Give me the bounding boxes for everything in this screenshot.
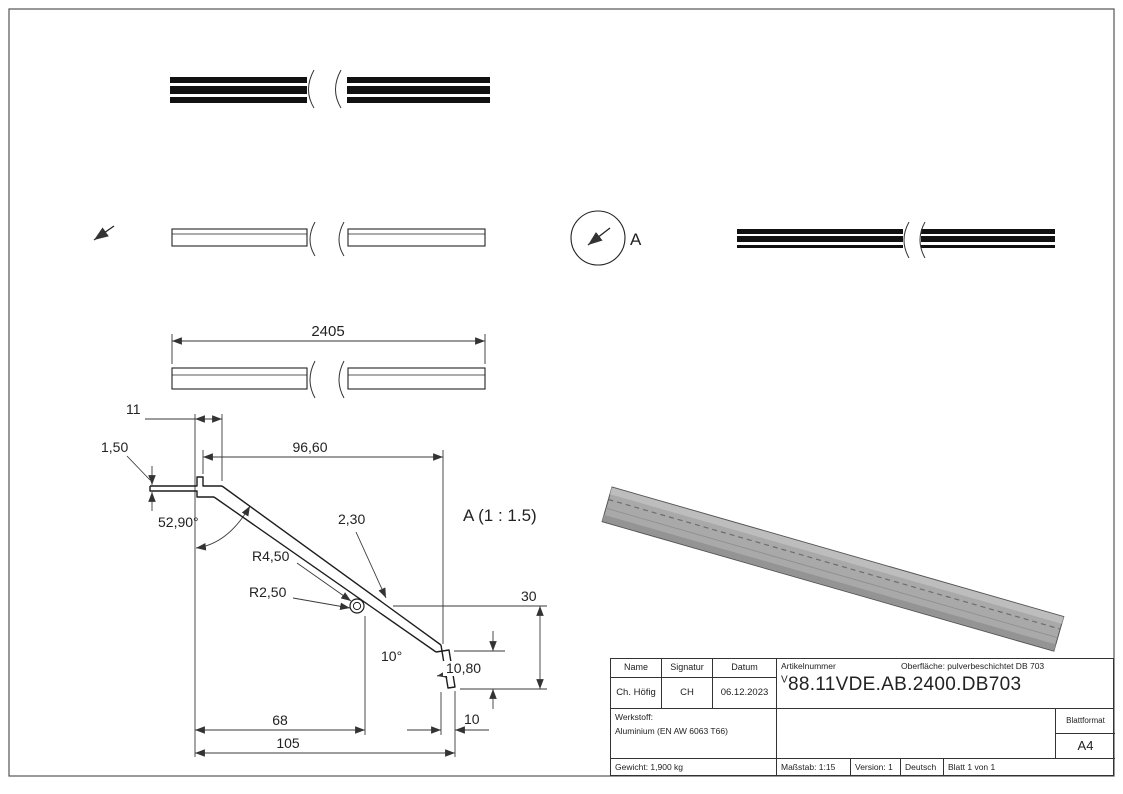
scale-cell: Maßstab: 1:15 <box>777 759 851 776</box>
weight-cell: Gewicht: 1,900 kg <box>611 759 777 776</box>
screw-channel-inner-circle <box>352 601 362 611</box>
article-number-region: Artikelnummer Oberfläche: pulverbeschich… <box>777 659 1114 709</box>
right-view-break-lines <box>903 221 926 259</box>
part-number: V88.11VDE.AB.2400.DB703 <box>781 674 1021 696</box>
side-view-break-lines <box>309 221 345 257</box>
empty-cell <box>777 709 1056 759</box>
detail-circle: A <box>570 210 642 266</box>
front-view-dimension-2405 <box>171 334 486 364</box>
dim-105-label: 105 <box>276 735 300 751</box>
dim-10deg-label: 10° <box>381 648 402 664</box>
version-cell: Version: 1 <box>851 759 901 776</box>
sheet-format-value: A4 <box>1056 734 1115 759</box>
dim-10-label: 10 <box>464 711 480 727</box>
dim-2405-label: 2405 <box>311 323 344 340</box>
dim-52-90-label: 52,90° <box>158 514 199 530</box>
isometric-view <box>601 486 1065 652</box>
dim-68-label: 68 <box>272 712 288 728</box>
side-view <box>171 228 486 247</box>
dim-r2-50-label: R2,50 <box>249 584 287 600</box>
material-label: Werkstoff: <box>615 712 653 722</box>
surface-finish-label: Oberfläche: pulverbeschichtet DB 703 <box>901 661 1045 671</box>
dim-1-50-label: 1,50 <box>101 439 128 455</box>
material-cell: Werkstoff: Aluminium (EN AW 6063 T66) <box>611 709 777 759</box>
part-number-value: 88.11VDE.AB.2400.DB703 <box>787 674 1022 695</box>
right-view <box>737 229 1055 248</box>
sheet-frame <box>8 8 1115 777</box>
title-block: Name Signatur Datum Artikelnummer Oberfl… <box>610 658 1115 776</box>
titleblock-value-signatur: CH <box>662 678 713 709</box>
material-value: Aluminium (EN AW 6063 T66) <box>615 726 728 736</box>
dim-30-label: 30 <box>521 588 537 604</box>
detail-dimension-labels: 11 1,50 96,60 52,90° 2,30 R4,50 R2,50 A … <box>101 401 537 751</box>
titleblock-header-name: Name <box>611 659 662 678</box>
language-cell: Deutsch <box>901 759 944 776</box>
dim-r4-50-label: R4,50 <box>252 548 290 564</box>
front-view-break-lines <box>309 360 345 399</box>
titleblock-value-datum: 06.12.2023 <box>713 678 777 709</box>
detail-circle-label: A <box>630 230 642 249</box>
article-number-label: Artikelnummer <box>781 661 836 671</box>
detail-dimension-lines <box>126 414 547 757</box>
part-number-prefix: V <box>781 674 788 686</box>
titleblock-header-signatur: Signatur <box>662 659 713 678</box>
titleblock-value-name: Ch. Höfig <box>611 678 662 709</box>
top-view <box>170 77 490 103</box>
dim-2-30-label: 2,30 <box>338 511 365 527</box>
sheet-format-label: Blattformat <box>1056 709 1115 734</box>
view-direction-arrow <box>93 225 115 241</box>
dim-96-60-label: 96,60 <box>292 439 327 455</box>
dim-10-80-label: 10,80 <box>446 660 481 676</box>
detail-title-label: A (1 : 1.5) <box>463 506 537 525</box>
sheet-number-cell: Blatt 1 von 1 <box>948 761 996 772</box>
top-view-break-lines <box>308 69 342 109</box>
titleblock-header-datum: Datum <box>713 659 777 678</box>
profile-cross-section <box>149 476 456 689</box>
dim-11-label: 11 <box>126 401 141 417</box>
front-view <box>171 367 486 390</box>
